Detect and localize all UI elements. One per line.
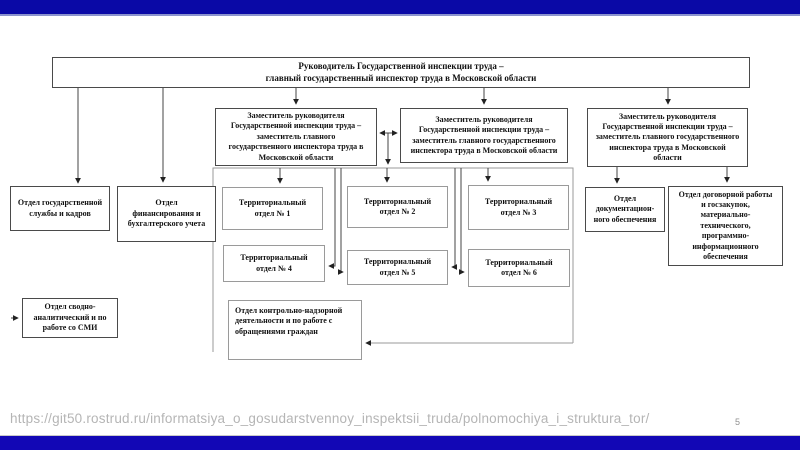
org-box-territorial-1: Территориальный отдел № 1 — [222, 187, 323, 230]
org-box-documentation-dept: Отдел документацион- ного обеспечения — [585, 187, 665, 232]
org-box-deputy-left: Заместитель руководителя Государственной… — [215, 108, 377, 166]
org-box-deputy-right: Заместитель руководителя Государственной… — [587, 108, 748, 167]
org-box-finance-dept: Отдел финансирования и бухгалтерского уч… — [117, 186, 216, 242]
org-box-control-supervision-dept: Отдел контрольно-надзорной деятельности … — [228, 300, 362, 360]
source-url[interactable]: https://git50.rostrud.ru/informatsiya_o_… — [10, 411, 650, 426]
org-box-territorial-2: Территориальный отдел № 2 — [347, 186, 448, 228]
org-box-territorial-6: Территориальный отдел № 6 — [468, 249, 570, 287]
org-box-contracts-dept: Отдел договорной работы и госзакупок, ма… — [668, 186, 783, 266]
top-accent-bar — [0, 0, 800, 16]
org-box-head-inspector: Руководитель Государственной инспекции т… — [52, 57, 750, 88]
org-box-territorial-5: Территориальный отдел № 5 — [347, 250, 448, 285]
org-box-media-analytics-dept: Отдел сводно- аналитический и по работе … — [22, 298, 118, 338]
org-box-territorial-3: Территориальный отдел № 3 — [468, 185, 569, 230]
org-box-civil-service-dept: Отдел государственной службы и кадров — [10, 186, 110, 231]
org-box-territorial-4: Территориальный отдел № 4 — [223, 245, 325, 282]
page-number: 5 — [735, 417, 741, 427]
bottom-accent-bar — [0, 435, 800, 450]
org-box-deputy-center: Заместитель руководителя Государственной… — [400, 108, 568, 163]
